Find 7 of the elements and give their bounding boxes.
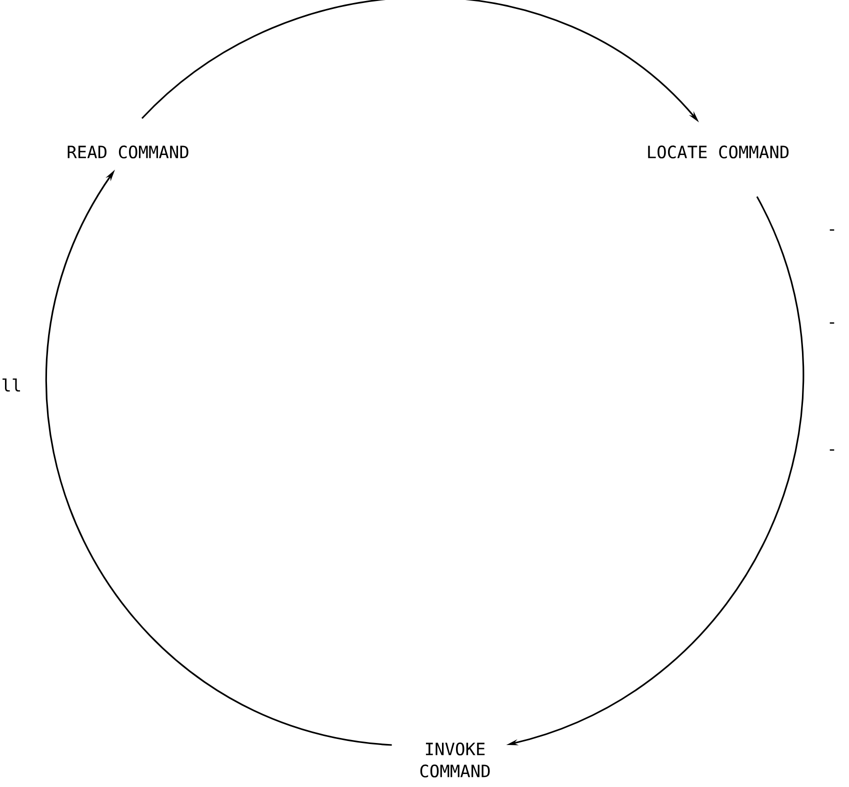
text-label: ll xyxy=(2,378,20,392)
step-label: READ COMMAND xyxy=(68,146,188,158)
step-label: INVOKE COMMAND xyxy=(420,742,490,778)
text-label: - xyxy=(830,449,834,451)
text-label: - xyxy=(830,322,834,324)
text-label: - xyxy=(830,229,834,231)
step-label: LOCATE COMMAND xyxy=(648,146,789,158)
